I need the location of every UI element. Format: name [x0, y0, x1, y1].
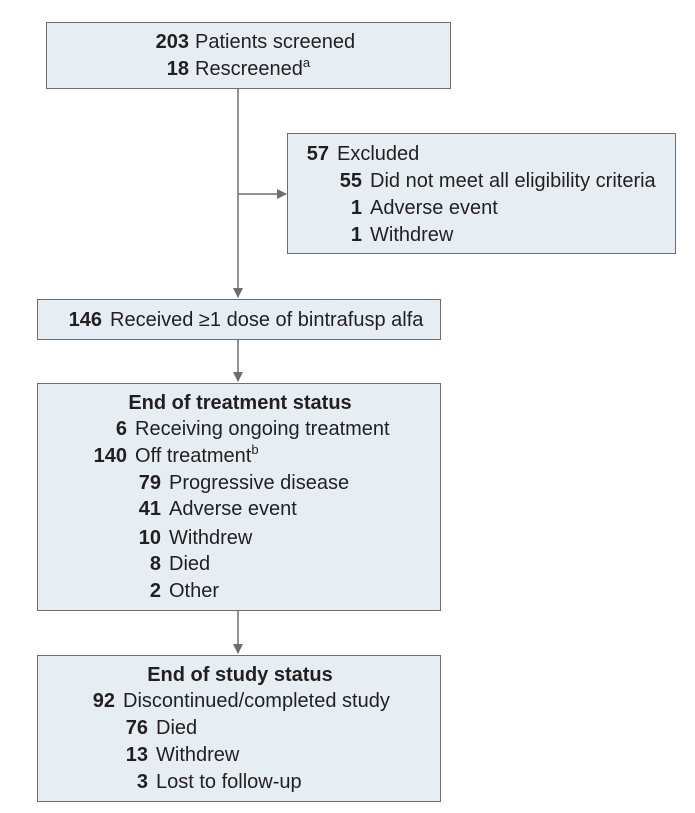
label-wrap: Off treatmentb: [135, 442, 259, 468]
count: 13: [125, 744, 148, 766]
count: 55: [339, 170, 362, 192]
study-box: End of study status 92 Discontinued/comp…: [37, 655, 441, 802]
label: Lost to follow-up: [156, 771, 302, 793]
label: Receiving ongoing treatment: [135, 418, 390, 440]
label: Excluded: [337, 143, 420, 165]
label: Did not meet all eligibility criteria: [370, 170, 656, 192]
label: Adverse event: [169, 498, 297, 520]
screened-box: 203 Patients screened 18 Rescreeneda: [46, 22, 451, 89]
label: Received ≥1 dose of bintrafusp alfa: [110, 309, 424, 331]
label: Adverse event: [370, 197, 498, 219]
study-title: End of study status: [147, 664, 333, 686]
label-wrap: Rescreeneda: [195, 55, 311, 81]
label: Other: [169, 580, 220, 602]
footnote-marker: a: [302, 55, 311, 70]
count: 146: [68, 309, 102, 331]
label: Died: [156, 717, 198, 739]
label: Withdrew: [370, 224, 454, 246]
count: 92: [92, 690, 115, 712]
label: Rescreened: [195, 58, 303, 80]
count: 41: [138, 498, 161, 520]
label: Withdrew: [169, 527, 253, 549]
count: 8: [149, 553, 161, 575]
label: Discontinued/completed study: [123, 690, 390, 712]
count: 1: [350, 197, 362, 219]
count: 140: [93, 445, 127, 467]
label: Progressive disease: [169, 472, 350, 494]
excluded-box: 57 Excluded 55 Did not meet all eligibil…: [287, 133, 676, 254]
count: 3: [136, 771, 148, 793]
count: 76: [125, 717, 148, 739]
label: Withdrew: [156, 744, 240, 766]
label: Died: [169, 553, 211, 575]
received-box: 146 Received ≥1 dose of bintrafusp alfa: [37, 299, 441, 340]
count: 6: [115, 418, 127, 440]
count: 10: [138, 527, 161, 549]
treatment-box: End of treatment status 6 Receiving ongo…: [37, 383, 441, 611]
count: 2: [149, 580, 161, 602]
count: 79: [138, 472, 161, 494]
footnote-marker: b: [251, 442, 259, 457]
count: 57: [306, 143, 329, 165]
count: 203: [155, 31, 189, 53]
label: Patients screened: [195, 31, 356, 53]
count: 1: [350, 224, 362, 246]
treatment-title: End of treatment status: [128, 392, 352, 414]
count: 18: [166, 58, 189, 80]
label: Off treatment: [135, 445, 252, 467]
